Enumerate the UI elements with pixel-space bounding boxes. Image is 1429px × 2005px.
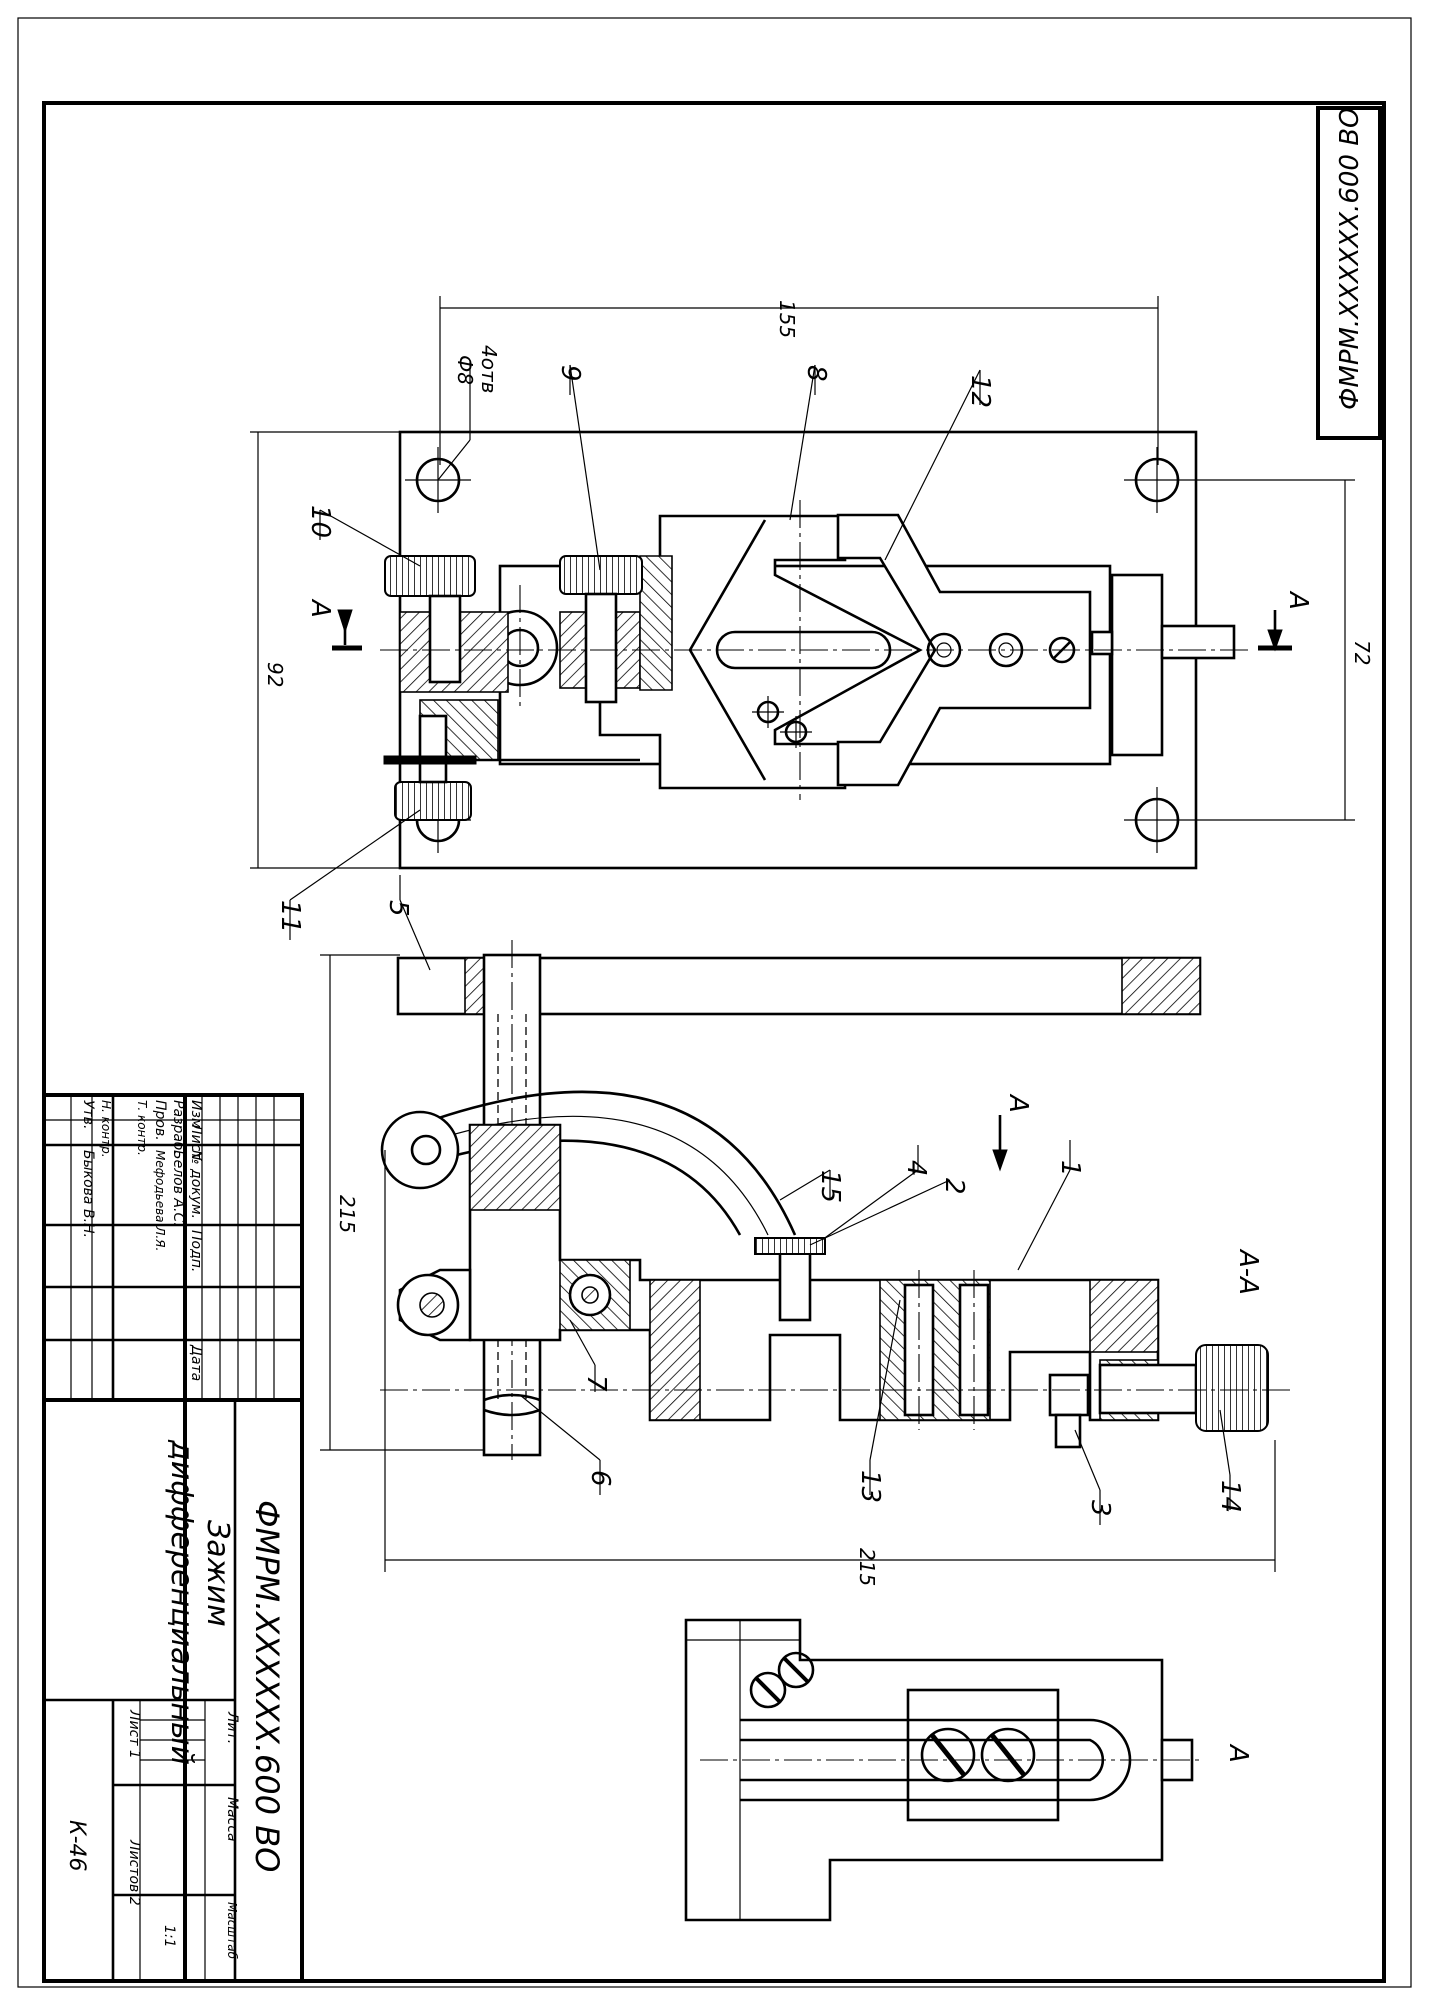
svg-text:Разраб.: Разраб. bbox=[170, 1100, 186, 1155]
callout-1: 1 bbox=[1017, 1140, 1085, 1271]
svg-text:7: 7 bbox=[581, 1375, 611, 1392]
dim-155: 155 bbox=[775, 300, 799, 338]
svg-text:5: 5 bbox=[383, 900, 413, 917]
section-letter-left: А bbox=[305, 598, 335, 618]
callout-4: 4 bbox=[821, 1145, 931, 1241]
svg-text:14: 14 bbox=[1215, 1480, 1245, 1513]
svg-text:1:1: 1:1 bbox=[161, 1925, 177, 1948]
title-name-1: Зажим bbox=[200, 1520, 235, 1627]
screw-2 bbox=[778, 1243, 812, 1322]
section-letter-mid: А bbox=[1003, 1093, 1033, 1113]
callout-10: 10 bbox=[305, 505, 421, 567]
title-designation: ФМРМ.XXXXXX.600 ВО bbox=[248, 1500, 286, 1872]
svg-text:Т. контр.: Т. контр. bbox=[135, 1100, 149, 1156]
view-a-screw-2 bbox=[980, 1727, 1036, 1783]
svg-text:15: 15 bbox=[815, 1170, 845, 1203]
section-arrow-right: А bbox=[1258, 590, 1313, 652]
screw-3 bbox=[1048, 1373, 1090, 1417]
svg-text:13: 13 bbox=[855, 1470, 885, 1503]
svg-text:8: 8 bbox=[801, 365, 831, 382]
view-a-screw-1 bbox=[920, 1727, 976, 1783]
svg-text:Пров.: Пров. bbox=[152, 1100, 168, 1141]
callout-15: 15 bbox=[779, 1169, 845, 1203]
callout-2: 2 bbox=[809, 1178, 969, 1246]
knob-10 bbox=[384, 555, 476, 597]
knob-11 bbox=[394, 781, 472, 821]
callouts: 1 2 3 4 5 6 7 8 9 10 11 12 13 14 15 bbox=[275, 364, 1245, 1525]
knob-14 bbox=[1195, 1344, 1269, 1432]
dim-92: 92 bbox=[263, 662, 287, 687]
corner-designation: ФМРМ.XXXXXX.600 ВО bbox=[1316, 106, 1382, 440]
svg-text:Листов 2: Листов 2 bbox=[126, 1839, 142, 1906]
dim-hole-count: 4отв bbox=[477, 345, 501, 393]
svg-text:Лит.: Лит. bbox=[224, 1711, 240, 1744]
org-code: К-46 bbox=[64, 1820, 89, 1872]
svg-text:Утв.: Утв. bbox=[80, 1100, 96, 1129]
svg-text:№ докум.: № докум. bbox=[188, 1149, 204, 1219]
jaw-slot bbox=[715, 630, 892, 670]
outer-frame bbox=[17, 17, 1412, 1988]
dim-215-vertical: 215 bbox=[335, 1195, 359, 1233]
title-name-2: дифференциальный bbox=[164, 1439, 199, 1765]
svg-text:2: 2 bbox=[939, 1178, 969, 1195]
svg-text:4: 4 bbox=[901, 1160, 931, 1177]
svg-text:12: 12 bbox=[965, 375, 995, 408]
svg-text:6: 6 bbox=[585, 1470, 615, 1487]
svg-text:10: 10 bbox=[305, 505, 335, 538]
dim-72: 72 bbox=[1350, 640, 1374, 665]
dim-hole-dia: Ф8 bbox=[453, 355, 477, 385]
section-label: А-А bbox=[1233, 1248, 1263, 1295]
svg-text:Дата: Дата bbox=[188, 1344, 204, 1381]
callout-12: 12 bbox=[884, 369, 995, 561]
knob-9 bbox=[559, 555, 643, 595]
svg-text:Лист: Лист bbox=[188, 1123, 204, 1160]
arc-15 bbox=[409, 1090, 797, 1236]
screw-shaft bbox=[1160, 624, 1236, 660]
svg-text:Быкова В.Н.: Быкова В.Н. bbox=[80, 1150, 96, 1238]
svg-text:Мефодьева Л.Я.: Мефодьева Л.Я. bbox=[153, 1150, 167, 1251]
view-a-body bbox=[684, 1618, 1164, 1922]
svg-text:11: 11 bbox=[275, 900, 305, 933]
section-view: А А-А 215 215 bbox=[320, 940, 1290, 1586]
svg-text:9: 9 bbox=[555, 365, 585, 382]
svg-text:Масса: Масса bbox=[224, 1797, 240, 1842]
callout-6: 6 bbox=[519, 1394, 615, 1495]
plan-view: А А 155 92 72 Ф8 4отв bbox=[250, 296, 1374, 870]
svg-text:3: 3 bbox=[1085, 1500, 1115, 1517]
view-a: А bbox=[684, 1618, 1253, 1922]
svg-text:Подп.: Подп. bbox=[188, 1230, 204, 1272]
callout-7: 7 bbox=[569, 1319, 611, 1392]
svg-text:Белов А.С.: Белов А.С. bbox=[170, 1150, 186, 1227]
callout-9: 9 bbox=[555, 364, 601, 571]
jaw-12 bbox=[836, 513, 1092, 787]
callout-5: 5 bbox=[383, 875, 431, 971]
svg-text:Масштаб: Масштаб bbox=[225, 1902, 239, 1960]
callout-14: 14 bbox=[1215, 1409, 1245, 1513]
section-arrow-left: А bbox=[305, 598, 362, 651]
title-block: Изм Лист № докум. Подп. Дата Разраб. Про… bbox=[42, 1093, 304, 1983]
callout-13: 13 bbox=[855, 1299, 901, 1503]
callout-8: 8 bbox=[789, 364, 831, 521]
callout-3: 3 bbox=[1074, 1429, 1115, 1525]
section-arrow-mid: А bbox=[992, 1093, 1033, 1172]
svg-text:1: 1 bbox=[1055, 1160, 1085, 1177]
inner-frame bbox=[42, 101, 1386, 1983]
section-letter-right: А bbox=[1283, 590, 1313, 610]
end-block bbox=[1110, 573, 1164, 757]
svg-text:Н. контр.: Н. контр. bbox=[99, 1100, 113, 1158]
callout-11: 11 bbox=[275, 809, 421, 940]
svg-text:Лист 1: Лист 1 bbox=[126, 1709, 142, 1759]
corner-designation-text: ФМРМ.XXXXXX.600 ВО bbox=[1335, 107, 1365, 410]
dim-215-horizontal: 215 bbox=[855, 1548, 879, 1586]
svg-text:Изм: Изм bbox=[188, 1100, 204, 1129]
view-label: А bbox=[1223, 1743, 1253, 1763]
